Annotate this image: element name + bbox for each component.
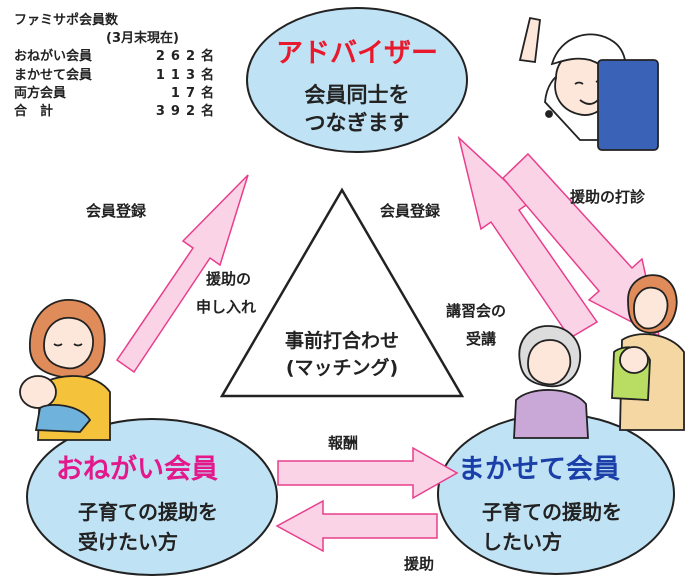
label-apply-line1: 援助の — [206, 270, 252, 288]
helpers-right-illustration — [513, 274, 685, 439]
arrow-register-left — [115, 174, 249, 374]
member-count-value: 392名 — [155, 103, 220, 119]
member-count-label: まかせて会員 — [14, 67, 93, 83]
advisor-desc-line1: 会員同士を — [304, 83, 410, 107]
onegai-desc-line1: 子育ての援助を — [78, 500, 218, 524]
member-count-label: 合 計 — [14, 103, 54, 119]
member-count-row: 合 計 392名 — [14, 103, 220, 121]
arrow-assist — [275, 499, 438, 553]
arrow-register-right — [457, 135, 599, 340]
label-course-line2: 受講 — [466, 330, 497, 348]
makasete-desc-line2: したい方 — [482, 530, 562, 554]
advisor-illustration — [518, 16, 659, 151]
member-count-value: 113名 — [155, 67, 220, 83]
member-count-date: (3月末現在) — [106, 31, 179, 47]
onegai-ellipse — [26, 418, 278, 576]
matching-triangle — [219, 187, 465, 398]
mother-left-illustration — [19, 299, 111, 441]
member-count-panel: ファミサポ会員数 (3月末現在) おねがい会員 262名 まかせて会員 113名… — [14, 12, 220, 121]
makasete-title: まかせて会員 — [458, 454, 620, 485]
member-count-title: ファミサポ会員数 — [14, 13, 119, 28]
advisor-title: アドバイザー — [276, 38, 438, 69]
label-register-right: 会員登録 — [380, 202, 441, 220]
label-reward: 報酬 — [328, 434, 359, 452]
matching-line2: (マッチング) — [285, 357, 399, 379]
label-sounding: 援助の打診 — [570, 188, 646, 206]
onegai-desc-line2: 受けたい方 — [78, 530, 178, 554]
member-count-label: おねがい会員 — [14, 49, 93, 65]
member-count-row: おねがい会員 262名 — [14, 48, 220, 66]
member-count-label: 両方会員 — [14, 85, 67, 101]
label-apply-line2: 申し入れ — [196, 298, 257, 316]
label-assist: 援助 — [404, 555, 435, 573]
member-count-value: 262名 — [155, 49, 220, 65]
label-course-line1: 講習会の — [446, 302, 507, 320]
matching-line1: 事前打合わせ — [284, 330, 399, 352]
member-count-value: 17名 — [170, 85, 220, 101]
onegai-title: おねがい会員 — [56, 454, 218, 485]
label-register-left: 会員登録 — [86, 202, 147, 220]
member-count-row: まかせて会員 113名 — [14, 67, 220, 85]
makasete-desc-line1: 子育ての援助を — [482, 500, 622, 524]
advisor-desc-line2: つなぎます — [304, 111, 410, 135]
arrow-sounding — [501, 152, 661, 338]
arrow-reward — [277, 446, 459, 500]
member-count-row: 両方会員 17名 — [14, 85, 220, 103]
advisor-ellipse — [246, 7, 468, 153]
